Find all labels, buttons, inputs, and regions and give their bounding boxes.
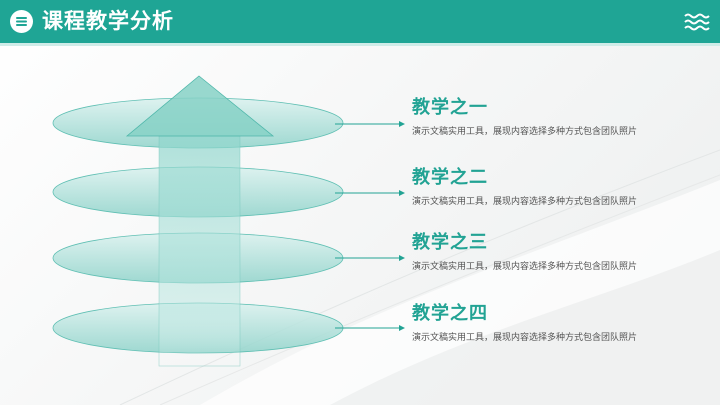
header-bar: 课程教学分析 <box>0 0 720 43</box>
item-1: 教学之一 演示文稿实用工具，展现内容选择多种方式包含团队照片 <box>412 97 637 138</box>
header-underline <box>0 43 720 46</box>
list-icon <box>10 10 33 33</box>
item-title: 教学之二 <box>412 167 488 188</box>
item-2: 教学之二 演示文稿实用工具，展现内容选择多种方式包含团队照片 <box>412 167 637 208</box>
wave-menu-icon[interactable] <box>684 13 710 31</box>
item-title: 教学之四 <box>412 303 488 324</box>
item-description: 演示文稿实用工具，展现内容选择多种方式包含团队照片 <box>412 333 638 343</box>
item-title: 教学之一 <box>412 97 488 118</box>
item-title: 教学之三 <box>412 232 488 253</box>
item-description: 演示文稿实用工具，展现内容选择多种方式包含团队照片 <box>412 262 638 272</box>
background-swoosh <box>119 149 720 405</box>
item-description: 演示文稿实用工具，展现内容选择多种方式包含团队照片 <box>412 127 638 137</box>
up-arrow-icon <box>125 75 275 367</box>
page-title: 课程教学分析 <box>42 9 174 33</box>
item-4: 教学之四 演示文稿实用工具，展现内容选择多种方式包含团队照片 <box>412 303 637 344</box>
item-description: 演示文稿实用工具，展现内容选择多种方式包含团队照片 <box>412 197 638 207</box>
item-3: 教学之三 演示文稿实用工具，展现内容选择多种方式包含团队照片 <box>412 232 637 273</box>
